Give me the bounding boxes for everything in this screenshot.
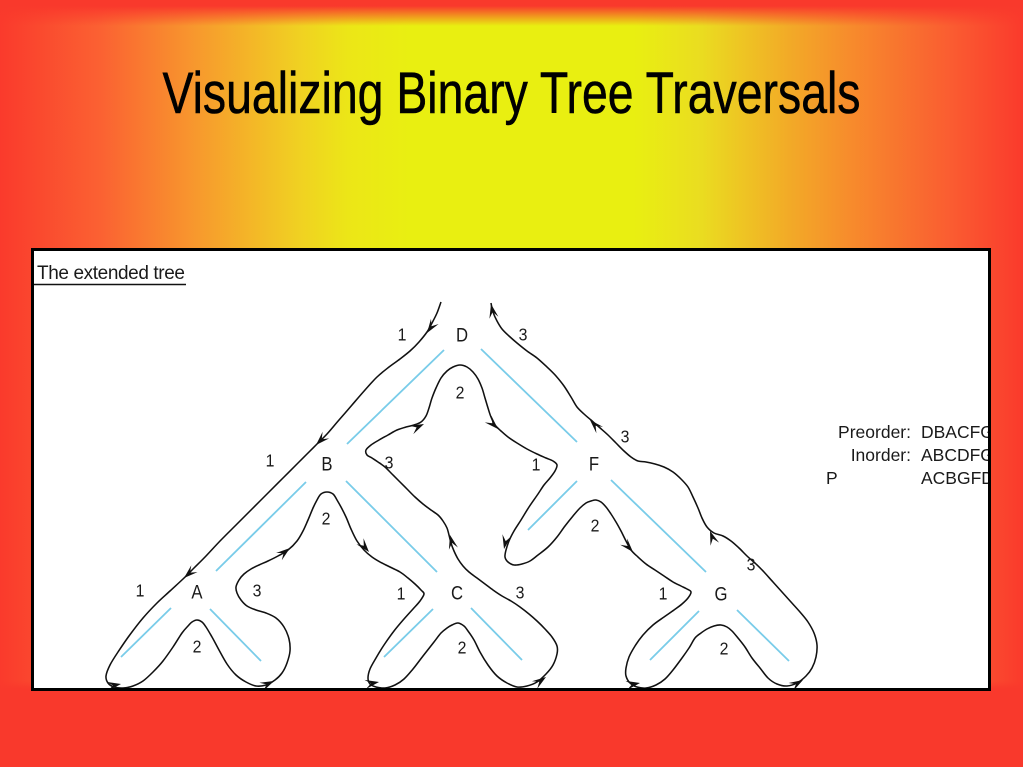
svg-text:3: 3 xyxy=(747,555,756,575)
svg-text:3: 3 xyxy=(385,453,394,473)
svg-text:F: F xyxy=(589,454,599,475)
svg-text:A: A xyxy=(191,582,202,603)
svg-text:Preorder:: Preorder: xyxy=(838,422,911,442)
svg-text:B: B xyxy=(321,454,332,475)
svg-text:1: 1 xyxy=(136,581,145,601)
svg-text:3: 3 xyxy=(253,581,262,601)
svg-text:ACBGFD: ACBGFD xyxy=(921,468,994,488)
svg-text:1: 1 xyxy=(398,325,407,345)
svg-text:ABCDFG: ABCDFG xyxy=(921,445,994,465)
svg-text:2: 2 xyxy=(456,383,465,403)
svg-text:1: 1 xyxy=(659,584,668,604)
svg-text:DBACFG: DBACFG xyxy=(921,422,994,442)
svg-text:2: 2 xyxy=(458,638,467,658)
svg-text:2: 2 xyxy=(322,509,331,529)
svg-text:2: 2 xyxy=(193,637,202,657)
svg-text:2: 2 xyxy=(720,639,729,659)
svg-text:Inorder:: Inorder: xyxy=(851,445,911,465)
svg-text:3: 3 xyxy=(516,583,525,603)
svg-text:The extended tree: The extended tree xyxy=(37,263,185,284)
svg-text:2: 2 xyxy=(591,516,600,536)
svg-text:C: C xyxy=(451,583,463,604)
svg-text:1: 1 xyxy=(532,455,541,475)
svg-text:3: 3 xyxy=(519,325,528,345)
svg-text:G: G xyxy=(715,584,728,605)
svg-text:1: 1 xyxy=(266,451,275,471)
svg-text:3: 3 xyxy=(621,427,630,447)
svg-text:D: D xyxy=(456,325,468,346)
svg-text:P: P xyxy=(826,468,838,488)
svg-text:1: 1 xyxy=(397,584,406,604)
